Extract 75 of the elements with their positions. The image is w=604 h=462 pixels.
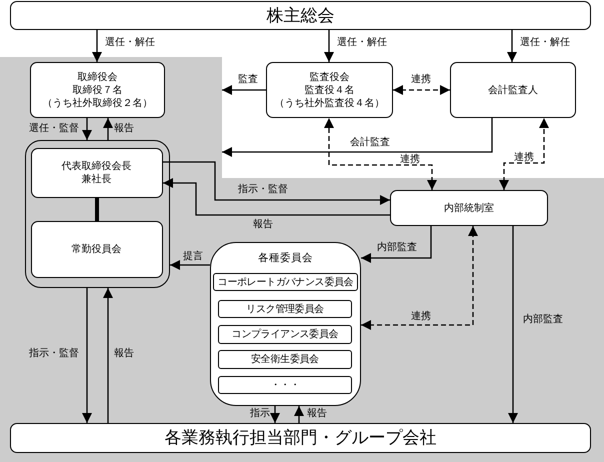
- arrow: [294, 406, 304, 423]
- node-text: 常勤役員会: [72, 242, 122, 256]
- process-box: [213, 273, 358, 291]
- node-text: 株主総会: [266, 6, 334, 26]
- process-box: [266, 62, 393, 118]
- arrow: [361, 226, 432, 263]
- edge-label: 提言: [183, 251, 203, 263]
- edge-label: 監査: [238, 74, 258, 86]
- arrow: [361, 226, 478, 330]
- edge-label: 報告: [307, 408, 327, 420]
- arrow: [222, 118, 493, 157]
- node-text: リスク管理委員会: [246, 302, 324, 316]
- node-text: 内部統制室: [444, 202, 494, 214]
- edge-label: 選任・解任: [520, 37, 570, 49]
- edge-label: 会計監査: [350, 137, 390, 149]
- edge-label: 連携: [411, 74, 431, 86]
- process-box: [390, 190, 548, 226]
- edge-label: 報告: [114, 348, 134, 360]
- edge-label: 内部監査: [523, 314, 563, 326]
- edge-label: 指示: [250, 408, 270, 420]
- node-text: 各種委員会: [258, 252, 313, 265]
- edge-label: 連携: [411, 311, 431, 323]
- process-box: [218, 325, 352, 344]
- node-text: （うち社外監査役４名）: [274, 96, 384, 110]
- arrow: [103, 118, 113, 140]
- node-text: 取締役会: [78, 70, 118, 84]
- node-text: 代表取締役会長: [62, 160, 132, 172]
- node-text: 安全衛生委員会: [251, 353, 319, 366]
- node-text: 兼社長: [82, 172, 112, 186]
- arrow: [170, 260, 210, 270]
- group-frame: [25, 140, 170, 288]
- process-box: [30, 62, 165, 118]
- arrow: [507, 30, 517, 62]
- arrow: [324, 30, 334, 62]
- edge-label: 選任・解任: [105, 37, 155, 49]
- node-text: コーポレートガバナンス委員会: [218, 276, 354, 288]
- arrow: [324, 118, 437, 190]
- arrow: [270, 406, 280, 423]
- arrow: [163, 178, 390, 216]
- arrow: [508, 226, 518, 423]
- node-text: 会計監査人: [488, 84, 538, 96]
- department-box: [10, 423, 591, 453]
- process-box: [218, 300, 352, 318]
- node-text: ・・・: [270, 378, 300, 392]
- edge-label: 内部監査: [377, 242, 417, 254]
- edge-label: 選任・解任: [337, 37, 387, 49]
- connector-line: [95, 198, 99, 221]
- committee-panel: [210, 242, 361, 406]
- node-text: 監査役４名: [304, 84, 354, 96]
- edge-label: 報告: [114, 123, 134, 135]
- process-box: [30, 220, 162, 278]
- arrow: [499, 118, 549, 190]
- process-box: [218, 376, 352, 394]
- node-text: コンプライアンス委員会: [232, 328, 338, 341]
- arrow: [103, 288, 113, 423]
- edge-label: 指示・監督: [29, 348, 79, 360]
- arrow: [82, 288, 92, 423]
- node-text: （うち社外取締役２名）: [42, 96, 152, 110]
- arrow: [92, 30, 102, 62]
- edge-label: 指示・監督: [238, 184, 288, 196]
- edge-label: 報告: [253, 219, 273, 231]
- arrow: [222, 85, 266, 95]
- edge-label: 連携: [400, 154, 420, 166]
- edge-label: 連携: [514, 152, 534, 164]
- node-text: 各業務執行担当部門・グループ会社: [164, 428, 436, 448]
- process-box: [30, 148, 162, 198]
- arrow: [82, 118, 92, 140]
- edge-label: 選任・監督: [29, 123, 79, 135]
- process-box: [450, 62, 576, 118]
- process-box: [218, 350, 352, 369]
- arrow: [393, 85, 450, 95]
- node-text: 取締役７名: [72, 84, 122, 96]
- arrow: [163, 161, 390, 205]
- node-text: 監査役会: [310, 70, 350, 84]
- meeting-box: [10, 1, 591, 30]
